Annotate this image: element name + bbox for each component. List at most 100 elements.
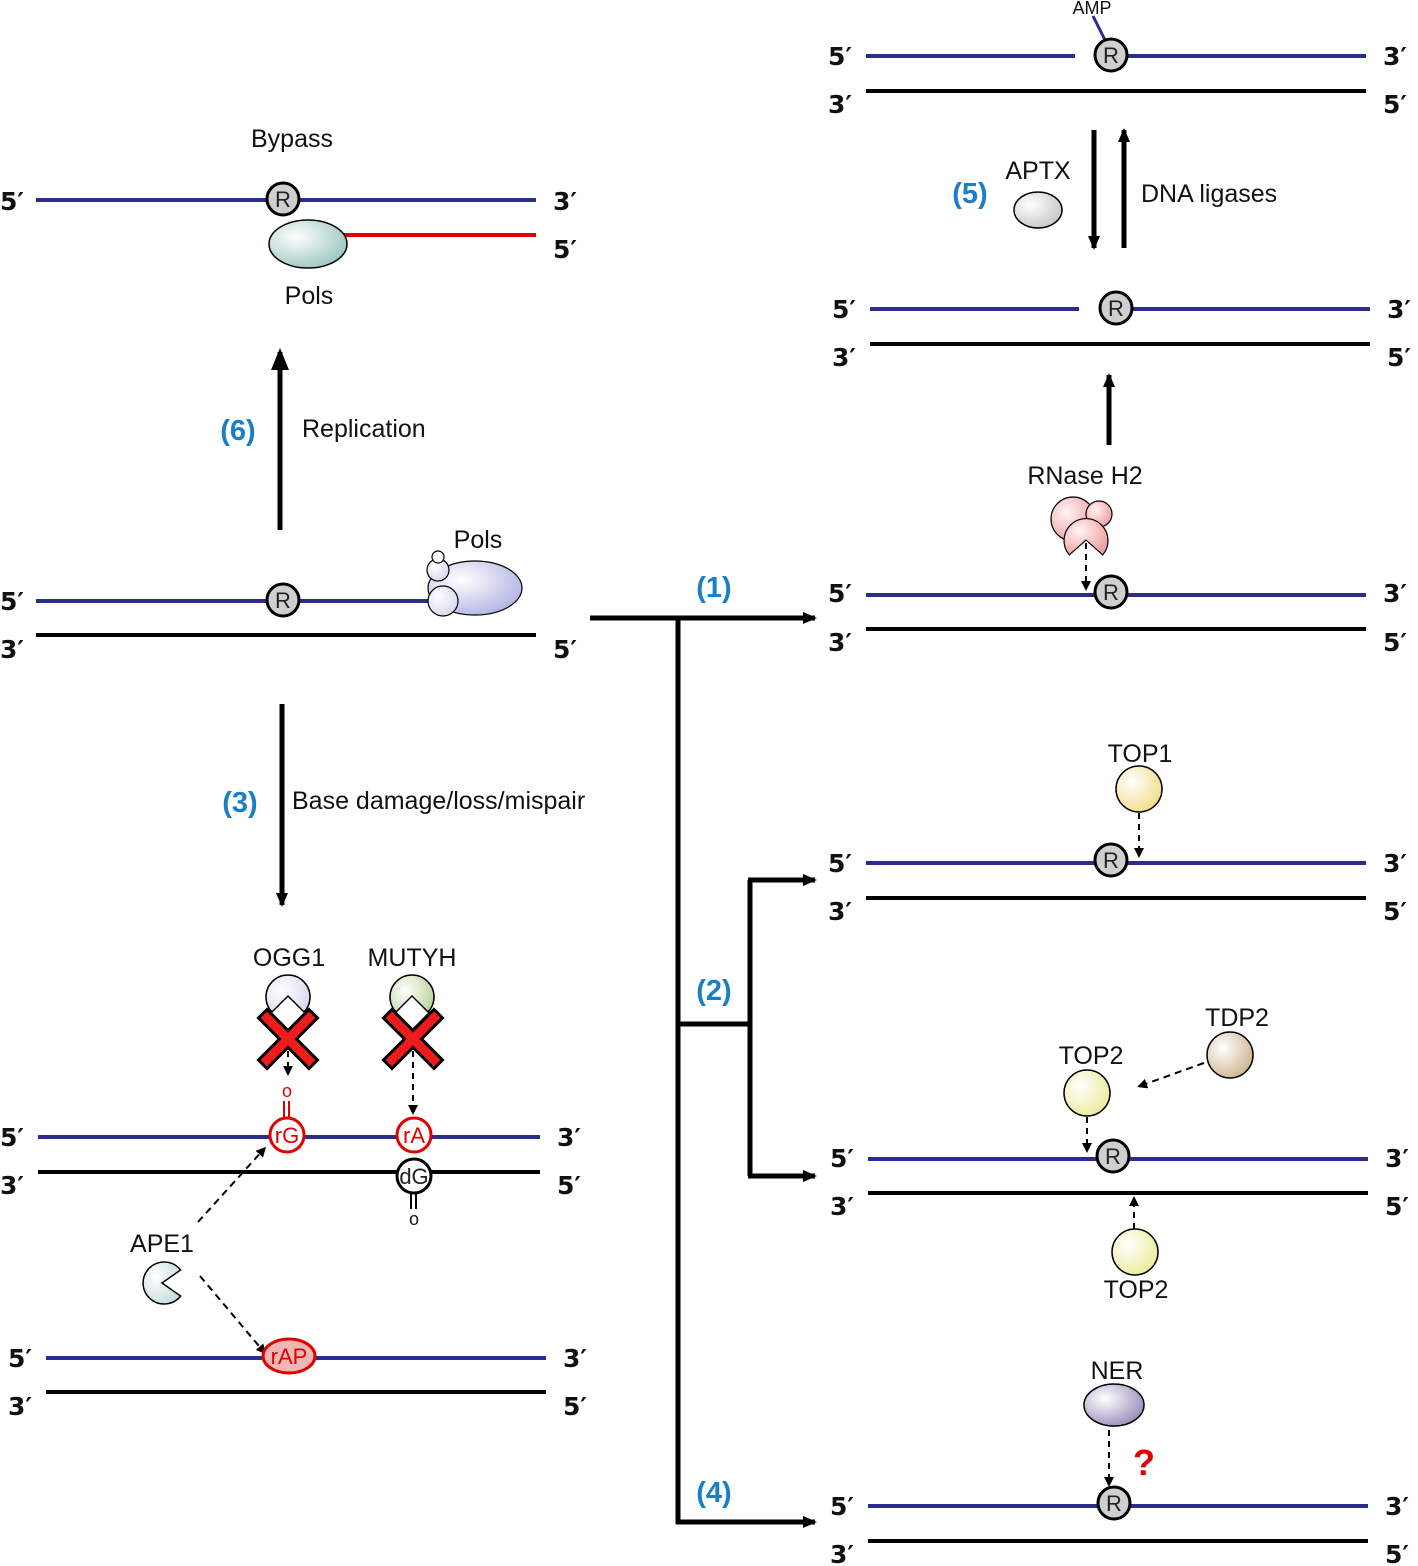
nicked-dna-panel: 5′ 3′ 3′ 5′ R xyxy=(832,290,1411,372)
top2-panel: TDP2 TOP2 5′ 3′ 3′ 5′ R TOP2 xyxy=(830,1004,1409,1304)
ribonucleotide-label: R xyxy=(275,187,291,212)
ribonucleotide-icon xyxy=(265,181,301,217)
ribonucleotide-icon xyxy=(1093,574,1129,610)
bypass-panel: Bypass 5′ 3′ 5′ R Pols xyxy=(0,125,577,310)
strand-end-label: 3′ xyxy=(0,635,24,664)
dashed-arrow xyxy=(197,1146,267,1223)
top2-lower-label: TOP2 xyxy=(1104,1276,1169,1304)
amp-linker xyxy=(1091,15,1107,41)
mutyh-label: MUTYH xyxy=(368,944,457,972)
top1-label: TOP1 xyxy=(1108,740,1173,768)
ribonucleotide-icon xyxy=(1095,1138,1131,1174)
strand-end-label: 3′ xyxy=(828,897,852,926)
step-5-label: (5) xyxy=(952,178,987,210)
ribonucleotide-icon xyxy=(265,582,301,618)
glycosylase-panel: OGG1 MUTYH 5′ 3′ 3′ 5′ xyxy=(0,944,581,1355)
strand-end-label: 5′ xyxy=(1387,343,1411,372)
base-damage-step: (3) Base damage/loss/mispair xyxy=(222,704,585,907)
ribonucleotide-icon xyxy=(1098,290,1134,326)
top2-enzyme-icon xyxy=(1111,1228,1159,1276)
step-3-label: (3) xyxy=(222,787,257,819)
strand-end-label: 3′ xyxy=(1383,42,1407,71)
strand-end-label: 5′ xyxy=(553,635,577,664)
step-2-label: (2) xyxy=(696,975,731,1007)
pols-label: Pols xyxy=(454,526,503,554)
strand-end-label: 3′ xyxy=(832,343,856,372)
strand-end-label: 5′ xyxy=(1383,897,1407,926)
step-4-label: (4) xyxy=(696,1477,731,1509)
rnase-h2-panel: RNase H2 5′ 3′ 3′ 5′ R xyxy=(828,462,1407,657)
ra-label: rA xyxy=(403,1123,425,1148)
ribonucleotide-icon xyxy=(1093,842,1129,878)
strand-end-label: 5′ xyxy=(557,1171,581,1200)
ribonucleotide-icon xyxy=(1093,37,1129,73)
strand-end-label: 5′ xyxy=(828,42,852,71)
strand-end-label: 5′ xyxy=(1385,1540,1409,1566)
abasic-site-panel: 5′ 3′ 3′ 5′ rAP xyxy=(8,1337,587,1421)
replication-step: (6) Replication xyxy=(220,348,426,530)
rap-label: rAP xyxy=(271,1344,308,1369)
strand-end-label: 5′ xyxy=(828,579,852,608)
ribonucleotide-label: R xyxy=(1103,848,1119,873)
top2-enzyme-icon xyxy=(1063,1069,1111,1117)
ner-panel: NER ? 5′ 3′ 3′ 5′ R xyxy=(830,1357,1409,1566)
tdp2-label: TDP2 xyxy=(1205,1004,1269,1032)
ner-enzyme-icon xyxy=(1083,1383,1145,1427)
oxo-label: o xyxy=(409,1209,419,1229)
amp-label: AMP xyxy=(1072,0,1111,18)
strand-end-label: 5′ xyxy=(1383,90,1407,119)
strand-end-label: 3′ xyxy=(0,1171,24,1200)
strand-end-label: 5′ xyxy=(1383,628,1407,657)
oxo-rg-nucleotide xyxy=(268,1101,306,1154)
strand-end-label: 3′ xyxy=(1387,295,1411,324)
base-damage-label: Base damage/loss/mispair xyxy=(292,787,585,815)
strand-end-label: 3′ xyxy=(1383,579,1407,608)
starting-dna-panel: 5′ 3′ 5′ R Pols xyxy=(0,526,577,664)
step-1-label: (1) xyxy=(696,572,731,604)
strand-end-label: 3′ xyxy=(563,1344,587,1373)
bypass-label: Bypass xyxy=(251,125,333,153)
strand-end-label: 5′ xyxy=(830,1492,854,1521)
strand-end-label: 3′ xyxy=(1383,849,1407,878)
strand-end-label: 3′ xyxy=(830,1192,854,1221)
ligation-step: (5) APTX DNA ligases xyxy=(952,128,1277,250)
step-6-label: (6) xyxy=(220,415,255,447)
strand-end-label: 5′ xyxy=(830,1144,854,1173)
rnase-h2-enzyme-icon xyxy=(1050,496,1113,556)
ra-nucleotide xyxy=(395,1116,433,1154)
strand-end-label: 5′ xyxy=(553,235,577,264)
ogg1-label: OGG1 xyxy=(253,944,325,972)
ribonucleotide-label: R xyxy=(275,588,291,613)
ribonucleotide-icon xyxy=(1096,1485,1132,1521)
dna-ligases-label: DNA ligases xyxy=(1141,180,1277,208)
rg-label: rG xyxy=(275,1123,299,1148)
dg-label: dG xyxy=(399,1164,428,1189)
ape1-label: APE1 xyxy=(130,1230,194,1258)
ribonucleotide-label: R xyxy=(1103,580,1119,605)
ape1-enzyme-icon xyxy=(142,1261,182,1305)
oxo-label: o xyxy=(282,1081,292,1101)
strand-end-label: 3′ xyxy=(828,628,852,657)
aptx-label: APTX xyxy=(1005,157,1071,185)
strand-end-label: 5′ xyxy=(832,295,856,324)
tdp2-enzyme-icon xyxy=(1206,1031,1254,1079)
strand-end-label: 5′ xyxy=(828,849,852,878)
ribonucleotide-label: R xyxy=(1105,1144,1121,1169)
strand-end-label: 3′ xyxy=(8,1392,32,1421)
pathway-branch-connector: (1) (2) (4) xyxy=(590,572,817,1528)
pols-label: Pols xyxy=(285,282,334,310)
strand-end-label: 3′ xyxy=(1385,1144,1409,1173)
top1-panel: TOP1 5′ 3′ 3′ 5′ R xyxy=(828,740,1407,926)
ner-label: NER xyxy=(1091,1357,1144,1385)
rap-site-icon xyxy=(261,1337,317,1375)
strand-end-label: 5′ xyxy=(8,1344,32,1373)
ribonucleotide-label: R xyxy=(1103,43,1119,68)
top1-enzyme-icon xyxy=(1115,765,1163,813)
strand-end-label: 3′ xyxy=(828,90,852,119)
strand-end-label: 5′ xyxy=(0,1123,24,1152)
oxo-dg-nucleotide xyxy=(395,1157,433,1209)
ribonucleotide-label: R xyxy=(1108,296,1124,321)
blocked-x-icon xyxy=(256,1007,320,1071)
strand-end-label: 5′ xyxy=(0,187,24,216)
